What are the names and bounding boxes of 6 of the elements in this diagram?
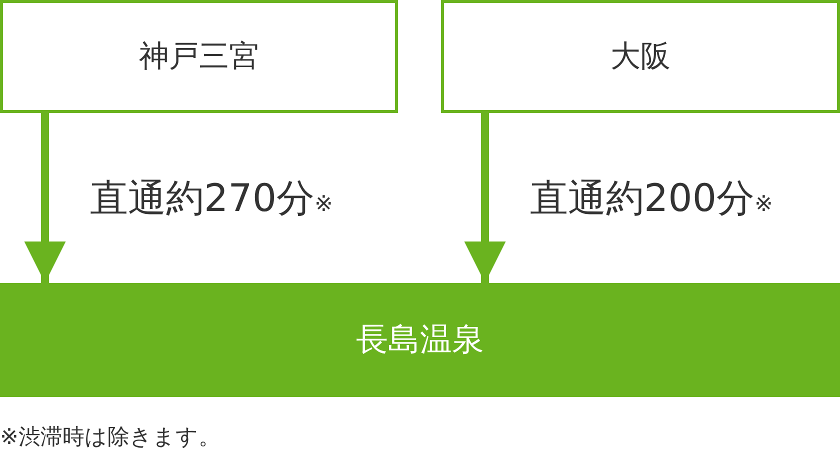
arrow (464, 113, 506, 283)
station-box: 大阪 (441, 0, 840, 113)
destination-bar: 長島温泉 (0, 283, 840, 397)
footnote: ※渋滞時は除きます。 (0, 424, 220, 450)
station-box: 神戸三宮 (0, 0, 398, 113)
arrow (24, 113, 66, 283)
